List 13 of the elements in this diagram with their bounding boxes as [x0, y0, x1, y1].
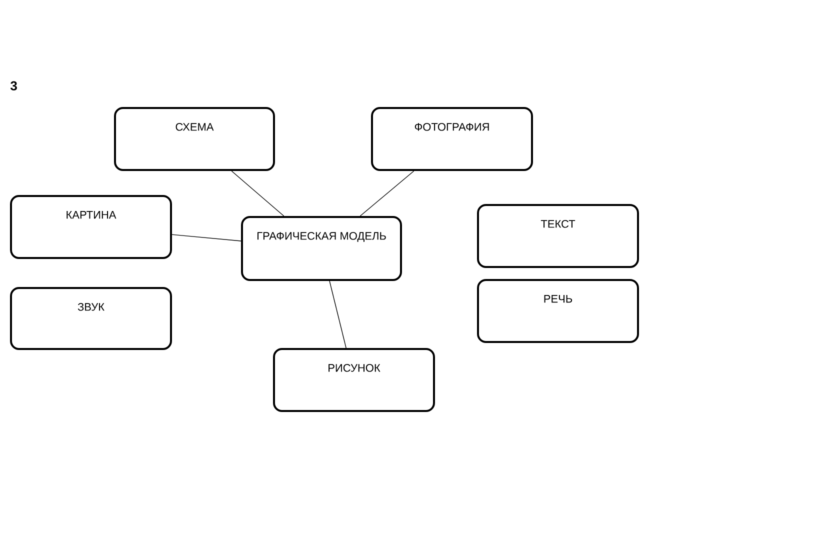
concept-box: ФОТОГРАФИЯ	[371, 107, 533, 171]
concept-box: ГРАФИЧЕСКАЯ МОДЕЛЬ	[241, 216, 402, 281]
concept-box: РИСУНОК	[273, 348, 435, 412]
task-number: 3	[10, 81, 17, 90]
connector-line	[172, 234, 242, 242]
connector-line	[231, 170, 284, 216]
connector-line	[329, 280, 346, 348]
concept-box: КАРТИНА	[10, 195, 172, 259]
concept-box: ЗВУК	[10, 287, 172, 350]
concept-box: РЕЧЬ	[477, 279, 639, 343]
concept-box: ТЕКСТ	[477, 204, 639, 268]
connector-line	[360, 170, 414, 216]
concept-box: СХЕМА	[114, 107, 275, 171]
